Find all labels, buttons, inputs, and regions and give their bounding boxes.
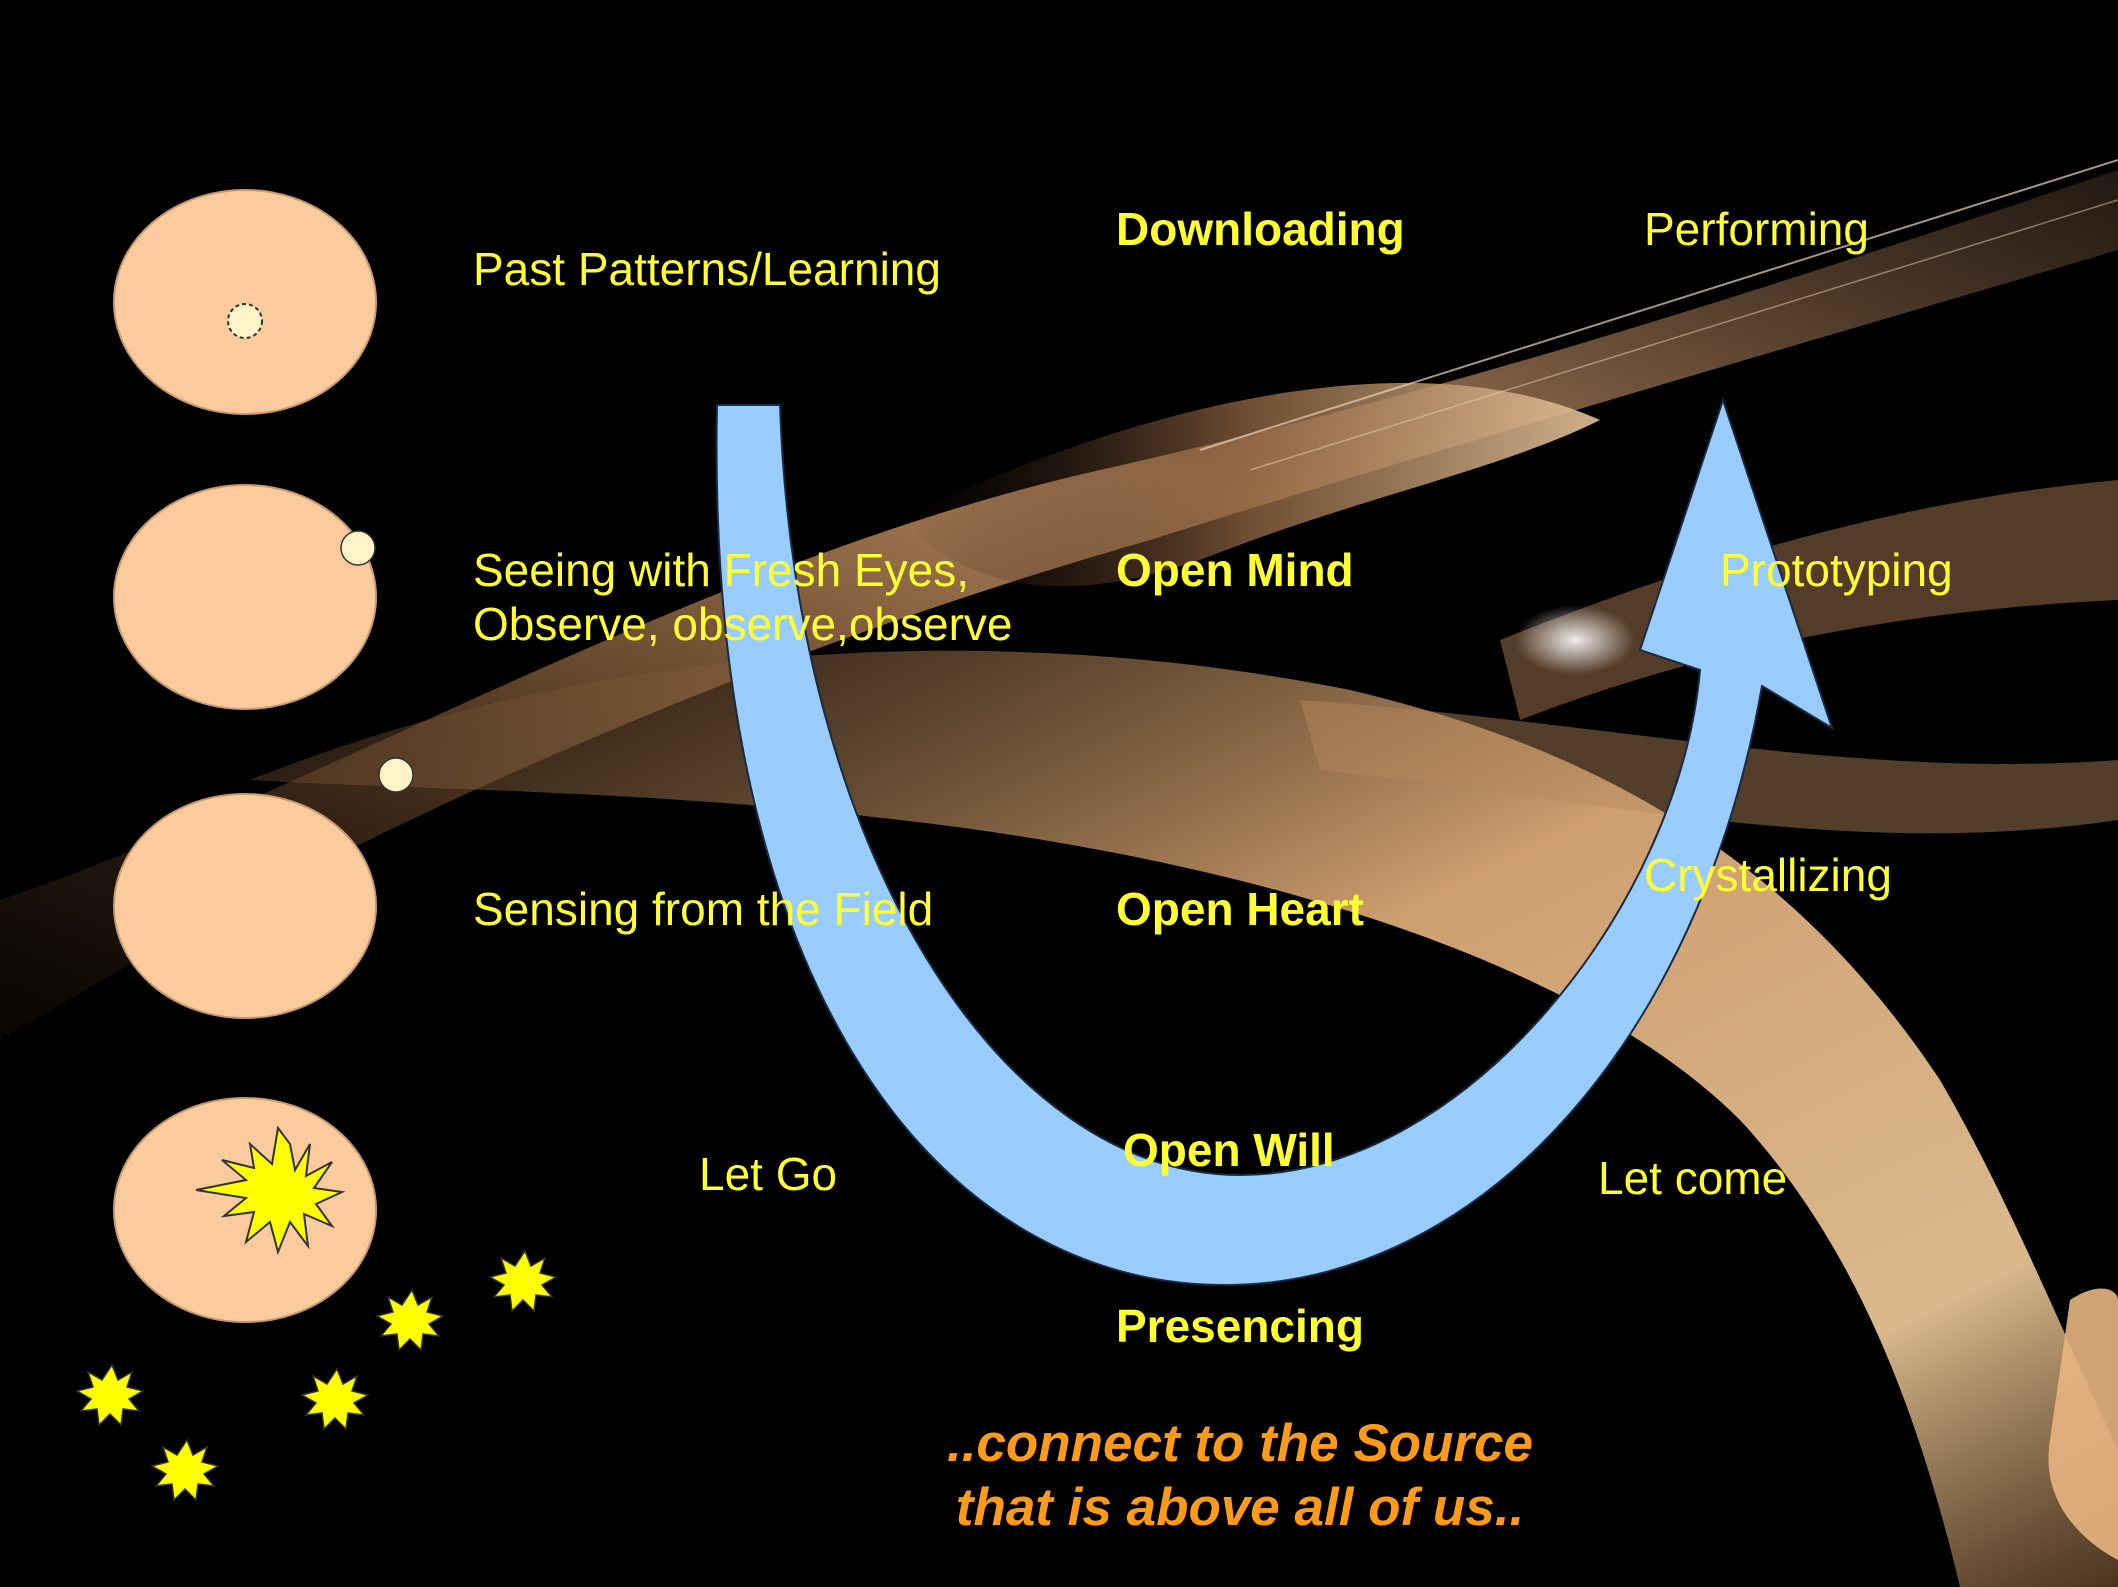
circle-open-heart [113, 793, 377, 1019]
label-open-heart: Open Heart [1116, 883, 1364, 935]
label-past-patterns: Past Patterns/Learning [473, 243, 941, 295]
dot-outside [378, 757, 414, 793]
burst-4 [75, 1363, 145, 1427]
label-let-come: Let come [1598, 1152, 1788, 1204]
burst-2 [375, 1288, 445, 1352]
label-observe: Observe, observe,observe [473, 598, 1013, 650]
burst-5 [150, 1438, 220, 1502]
burst-large [195, 1125, 346, 1256]
quote-line-2: that is above all of us.. [955, 1478, 1525, 1537]
starbursts [75, 1125, 558, 1502]
circle-downloading [113, 189, 377, 415]
label-open-mind: Open Mind [1116, 544, 1354, 596]
label-presencing: Presencing [1116, 1300, 1364, 1352]
label-let-go: Let Go [699, 1148, 838, 1200]
label-sensing-field: Sensing from the Field [473, 883, 934, 935]
quote-line-1: ..connect to the Source [946, 1414, 1534, 1473]
label-downloading: Downloading [1116, 203, 1405, 255]
label-performing: Performing [1644, 203, 1869, 255]
label-seeing-fresh-eyes: Seeing with Fresh Eyes, [473, 544, 970, 596]
label-prototyping: Prototyping [1720, 544, 1953, 596]
label-open-will: Open Will [1123, 1124, 1335, 1176]
circle-open-mind [113, 484, 377, 710]
label-crystallizing: Crystallizing [1644, 849, 1892, 901]
dot-edge [340, 530, 376, 566]
burst-1 [488, 1249, 558, 1313]
attention-dots [227, 303, 414, 793]
burst-3 [300, 1367, 370, 1431]
dot-center [227, 303, 263, 339]
u-process-arrow [715, 396, 1834, 1287]
